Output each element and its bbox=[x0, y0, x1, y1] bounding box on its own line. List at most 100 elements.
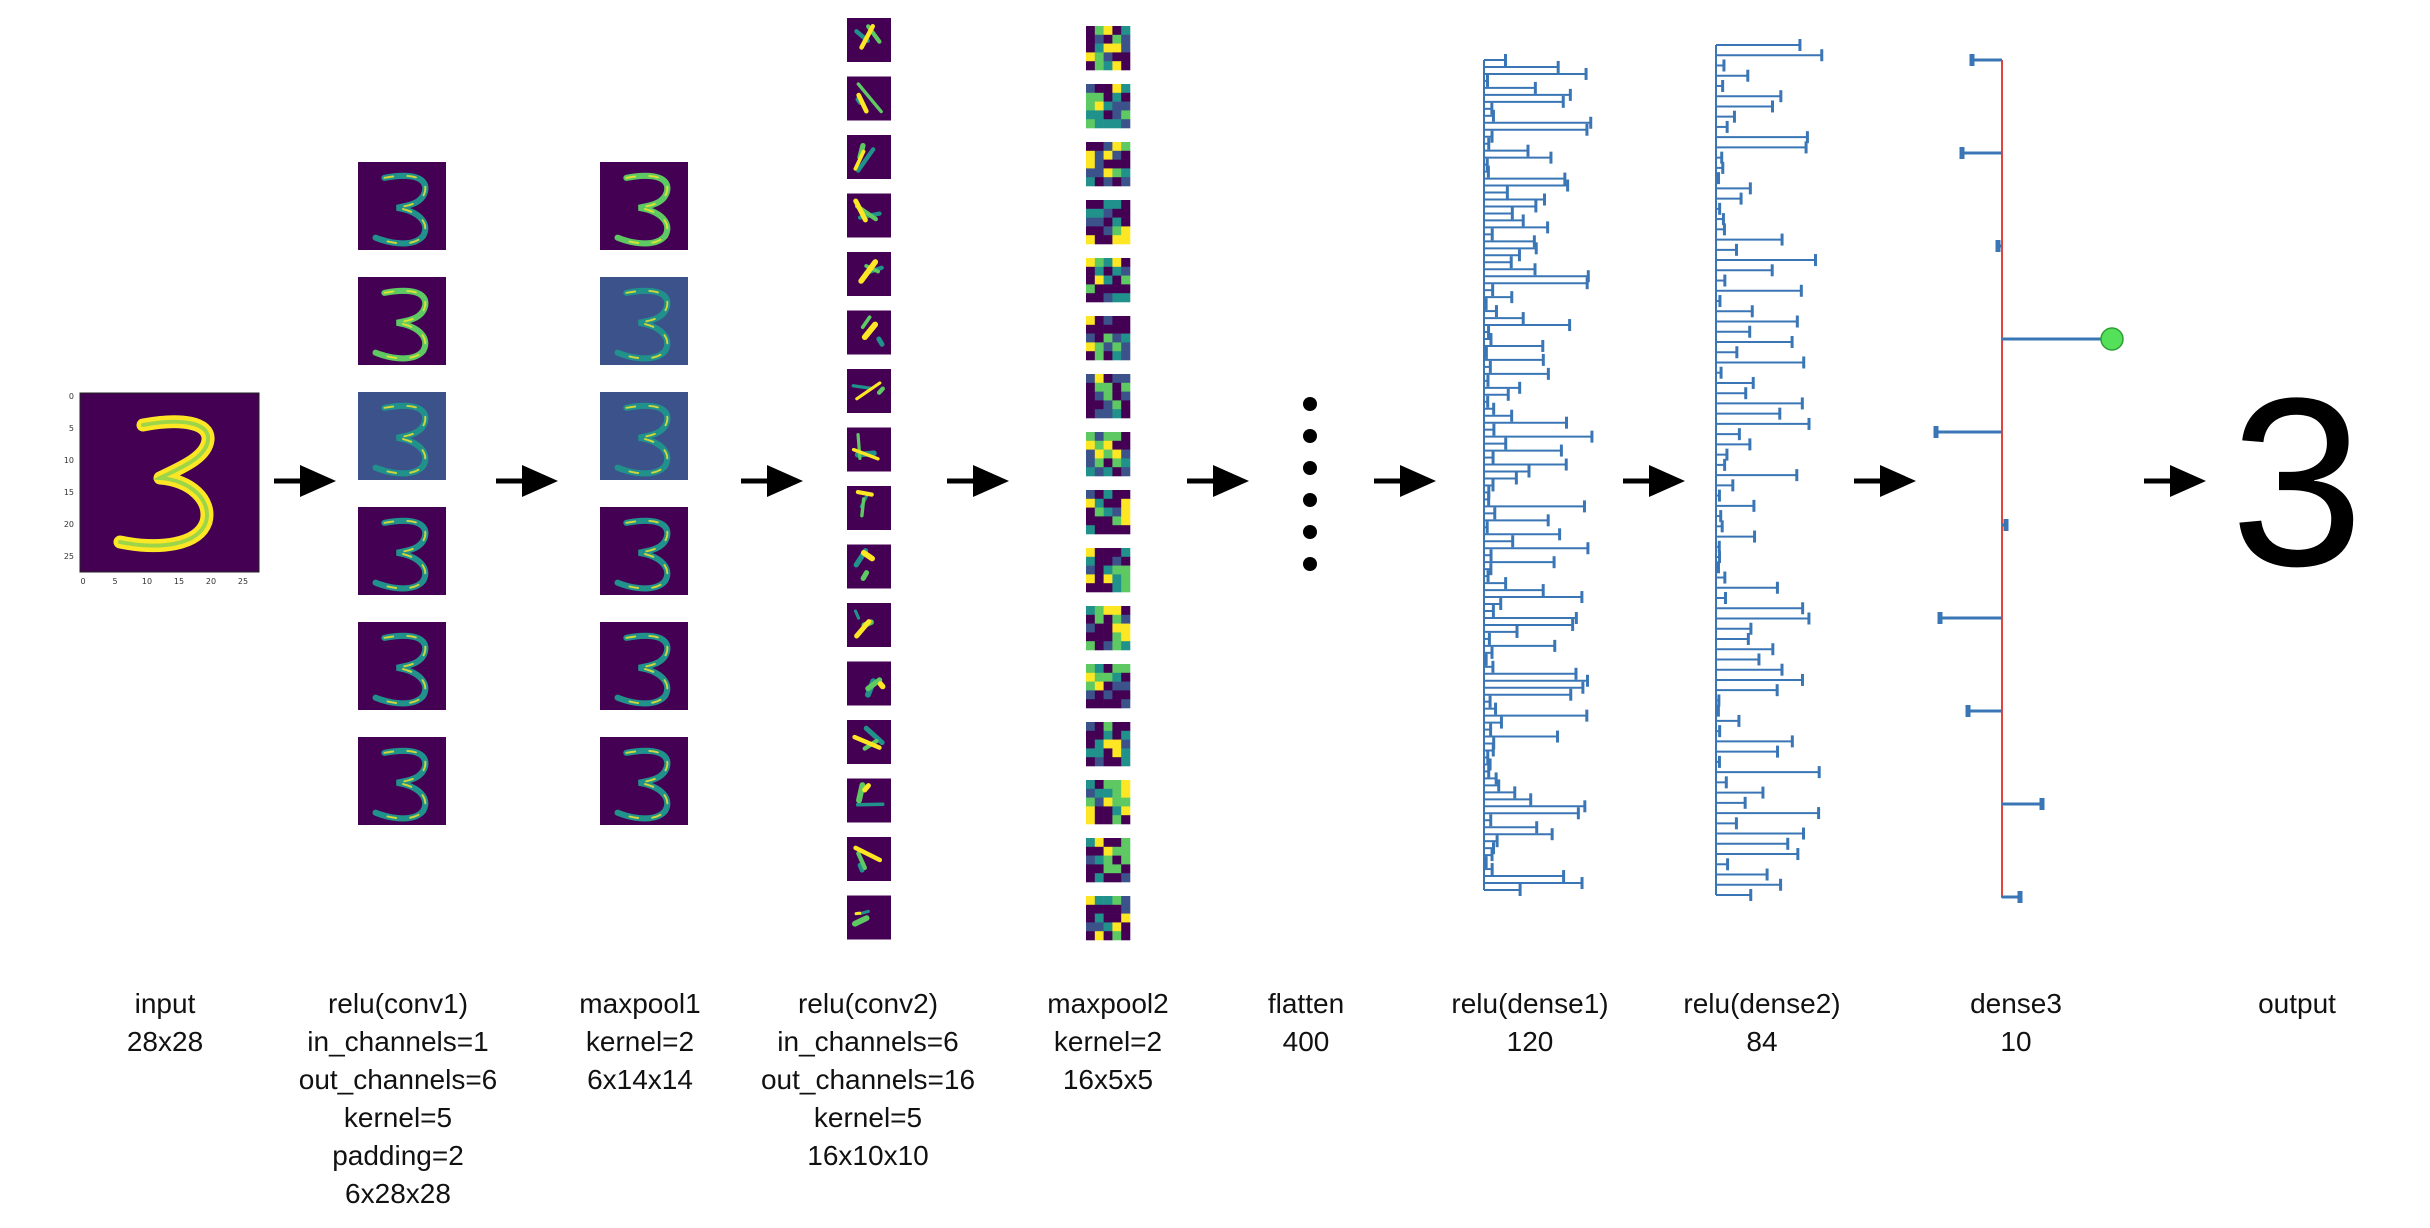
dense3-stem bbox=[2002, 891, 2023, 903]
activation-stem bbox=[1484, 793, 1533, 806]
activation-stem bbox=[1716, 428, 1741, 441]
feature-map-thumbnail bbox=[1086, 142, 1131, 187]
feature-map-thumbnail bbox=[847, 427, 891, 472]
activation-stem bbox=[1716, 643, 1775, 656]
activation-stem bbox=[1484, 151, 1553, 164]
flatten-ellipsis bbox=[1303, 397, 1317, 571]
activation-stem bbox=[1716, 305, 1754, 318]
feature-map-thumbnail bbox=[847, 603, 891, 647]
feature-map-thumbnail bbox=[1086, 838, 1131, 883]
feature-map-thumbnail bbox=[600, 277, 688, 365]
input-y-tick-label: 15 bbox=[64, 488, 74, 497]
activation-stem bbox=[1484, 130, 1494, 143]
activation-stem bbox=[1716, 673, 1804, 686]
activation-stem bbox=[1716, 59, 1726, 72]
label-line: dense3 bbox=[1970, 988, 2062, 1019]
activation-stem bbox=[1484, 381, 1522, 394]
label-line: flatten bbox=[1267, 988, 1345, 1019]
activation-stem bbox=[1484, 54, 1507, 66]
activation-stem bbox=[1484, 870, 1566, 883]
activation-stem bbox=[1484, 660, 1495, 673]
label-line: input bbox=[134, 988, 196, 1019]
activation-stem bbox=[1484, 200, 1538, 213]
feature-map-thumbnail bbox=[600, 737, 688, 825]
label-line: out_channels=6 bbox=[298, 1064, 498, 1095]
feature-map-thumbnail bbox=[600, 392, 688, 480]
feature-map-thumbnail bbox=[847, 778, 891, 823]
activation-stem bbox=[1716, 233, 1784, 246]
activation-stem bbox=[1716, 39, 1802, 51]
input-y-tick-label: 25 bbox=[64, 552, 74, 561]
activation-stem bbox=[1484, 716, 1503, 729]
maxpool1-feature-maps bbox=[600, 162, 688, 825]
label-dense2: relu(dense2) 84 bbox=[1683, 985, 1840, 1061]
label-flatten: flatten 400 bbox=[1268, 985, 1344, 1061]
label-line: relu(conv1) bbox=[327, 988, 469, 1019]
activation-stem bbox=[1716, 786, 1765, 799]
flatten-dot bbox=[1303, 525, 1317, 539]
activation-stem bbox=[1484, 507, 1497, 520]
input-x-tick-label: 5 bbox=[112, 577, 117, 586]
feature-map-thumbnail bbox=[847, 135, 891, 179]
activation-stem bbox=[1484, 709, 1589, 722]
feature-map-thumbnail bbox=[1086, 374, 1131, 419]
feature-map-thumbnail bbox=[358, 392, 446, 480]
activation-stem bbox=[1716, 469, 1799, 482]
activation-stem bbox=[1484, 451, 1495, 464]
activation-stem bbox=[1716, 612, 1811, 625]
activation-stem bbox=[1716, 284, 1803, 297]
flow-arrow bbox=[274, 465, 336, 497]
activation-stem bbox=[1484, 416, 1569, 429]
dense3-activation-stems bbox=[1933, 54, 2124, 903]
label-line: padding=2 bbox=[332, 1140, 464, 1171]
activation-stem bbox=[1484, 437, 1508, 450]
input-y-tick-label: 10 bbox=[64, 456, 74, 465]
dense3-active-marker bbox=[2100, 327, 2124, 351]
activation-stem bbox=[1484, 779, 1501, 792]
activation-stem bbox=[1716, 69, 1750, 82]
flow-arrow bbox=[741, 465, 803, 497]
activation-stem bbox=[1484, 584, 1545, 597]
activation-stem bbox=[1716, 745, 1780, 758]
label-line: 400 bbox=[1282, 1026, 1330, 1057]
activation-stem bbox=[1716, 520, 1724, 533]
activation-stem bbox=[1484, 235, 1536, 248]
feature-map-thumbnail bbox=[358, 162, 446, 250]
label-line: kernel=2 bbox=[585, 1026, 695, 1057]
feature-map-thumbnail bbox=[358, 277, 446, 365]
label-line: 16x5x5 bbox=[1062, 1064, 1154, 1095]
label-line: relu(conv2) bbox=[797, 988, 939, 1019]
dense1-activation-stems bbox=[1483, 54, 1594, 896]
label-line: kernel=2 bbox=[1053, 1026, 1163, 1057]
activation-stem bbox=[1484, 291, 1514, 304]
feature-map-thumbnail bbox=[847, 18, 891, 62]
activation-stem bbox=[1484, 549, 1493, 562]
feature-map-thumbnail bbox=[1086, 432, 1131, 477]
activation-stem bbox=[1484, 563, 1493, 576]
label-dense3: dense3 10 bbox=[1970, 985, 2062, 1061]
activation-stem bbox=[1484, 702, 1498, 715]
feature-map-thumbnail bbox=[358, 507, 446, 595]
activation-stem bbox=[1484, 479, 1495, 492]
activation-stem bbox=[1716, 325, 1752, 338]
activation-stem bbox=[1716, 448, 1729, 461]
feature-map-thumbnail bbox=[847, 661, 891, 706]
activation-stem bbox=[1484, 332, 1493, 345]
activation-stem bbox=[1484, 95, 1565, 108]
feature-map-thumbnail bbox=[1086, 84, 1131, 129]
flatten-dot bbox=[1303, 557, 1317, 571]
activation-stem bbox=[1716, 376, 1755, 389]
feature-map-thumbnail bbox=[847, 369, 891, 413]
activation-stem bbox=[1716, 479, 1735, 492]
activation-stem bbox=[1484, 186, 1509, 199]
output-digit: 3 bbox=[2230, 348, 2363, 616]
dense3-stem bbox=[1995, 240, 2002, 252]
activation-stem bbox=[1484, 214, 1525, 227]
activation-stem bbox=[1716, 776, 1728, 789]
dense3-stem bbox=[1959, 147, 2002, 159]
activation-stem bbox=[1484, 625, 1519, 638]
activation-stem bbox=[1716, 192, 1743, 205]
feature-map-thumbnail bbox=[1086, 490, 1131, 535]
activation-stem bbox=[1484, 877, 1584, 890]
